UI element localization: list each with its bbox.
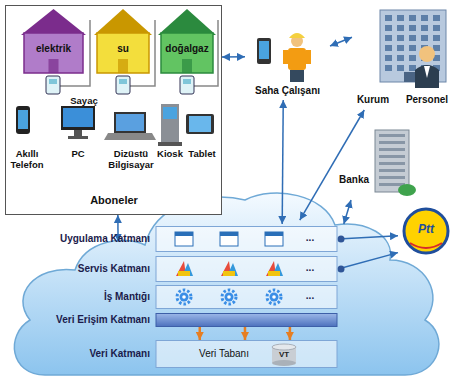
node-text: VT [272, 350, 296, 359]
house-box: doğalgaz [158, 9, 216, 73]
node-text: Uygulama Katmanı [50, 233, 150, 245]
ptt-logo: Ptt [398, 205, 454, 261]
layer-band-art [50, 285, 338, 309]
bank-building-art [335, 128, 415, 200]
node-text: doğalgaz [158, 43, 216, 55]
connector-arrow [344, 200, 351, 224]
layer-band: Veri Erişim Katmanı [50, 313, 338, 327]
layer-band: İş Mantığı... [50, 285, 338, 309]
node-text: ... [298, 232, 322, 244]
device-label: Sayaç [64, 96, 104, 107]
house-box: su [94, 9, 152, 73]
connector-arrow [330, 37, 352, 46]
node-text: İş Mantığı [50, 291, 150, 303]
house-box-art [21, 9, 86, 73]
house-box: elektrik [21, 9, 86, 73]
node-text: Banka [335, 174, 373, 186]
device-label: Dizüstü Bilgisayar [104, 149, 158, 171]
node-text: Personel [400, 94, 454, 106]
node-text: Ptt [398, 223, 454, 237]
layer-band: Servis Katmanı... [50, 256, 338, 282]
bank-building: Banka [335, 128, 415, 200]
house-box-art [158, 9, 216, 73]
device-label: PC [63, 149, 93, 160]
node-text: Saha Çalışanı [245, 85, 330, 97]
node-text: Veri Erişim Katmanı [50, 314, 150, 326]
device-label: Tablet [184, 149, 220, 160]
device-label: Kiosk [154, 149, 186, 160]
staff-figure: Personel [400, 44, 454, 110]
subscriber-panel: Aboneler elektrik su doğalgazSayaçAkıllı Te… [5, 5, 222, 215]
device-label: Akıllı Telefon [6, 149, 48, 171]
node-text: elektrik [21, 43, 86, 55]
layer-band: Uygulama Katmanı... [50, 226, 338, 252]
connector-arrow [222, 56, 245, 58]
node-text: su [94, 43, 152, 55]
house-box-art [94, 9, 152, 73]
node-text: Veri Tabanı [190, 348, 258, 360]
field-worker: Saha Çalışanı [245, 28, 330, 100]
layer-band: Veri Katmanı Veri Tabanı VT [50, 340, 338, 368]
node-text: Aboneler [74, 194, 154, 207]
node-text: Kurum [352, 94, 394, 106]
node-text: ... [298, 262, 322, 274]
node-text: Veri Katmanı [50, 348, 150, 360]
node-text: Servis Katmanı [50, 263, 150, 275]
node-text: ... [298, 290, 322, 302]
